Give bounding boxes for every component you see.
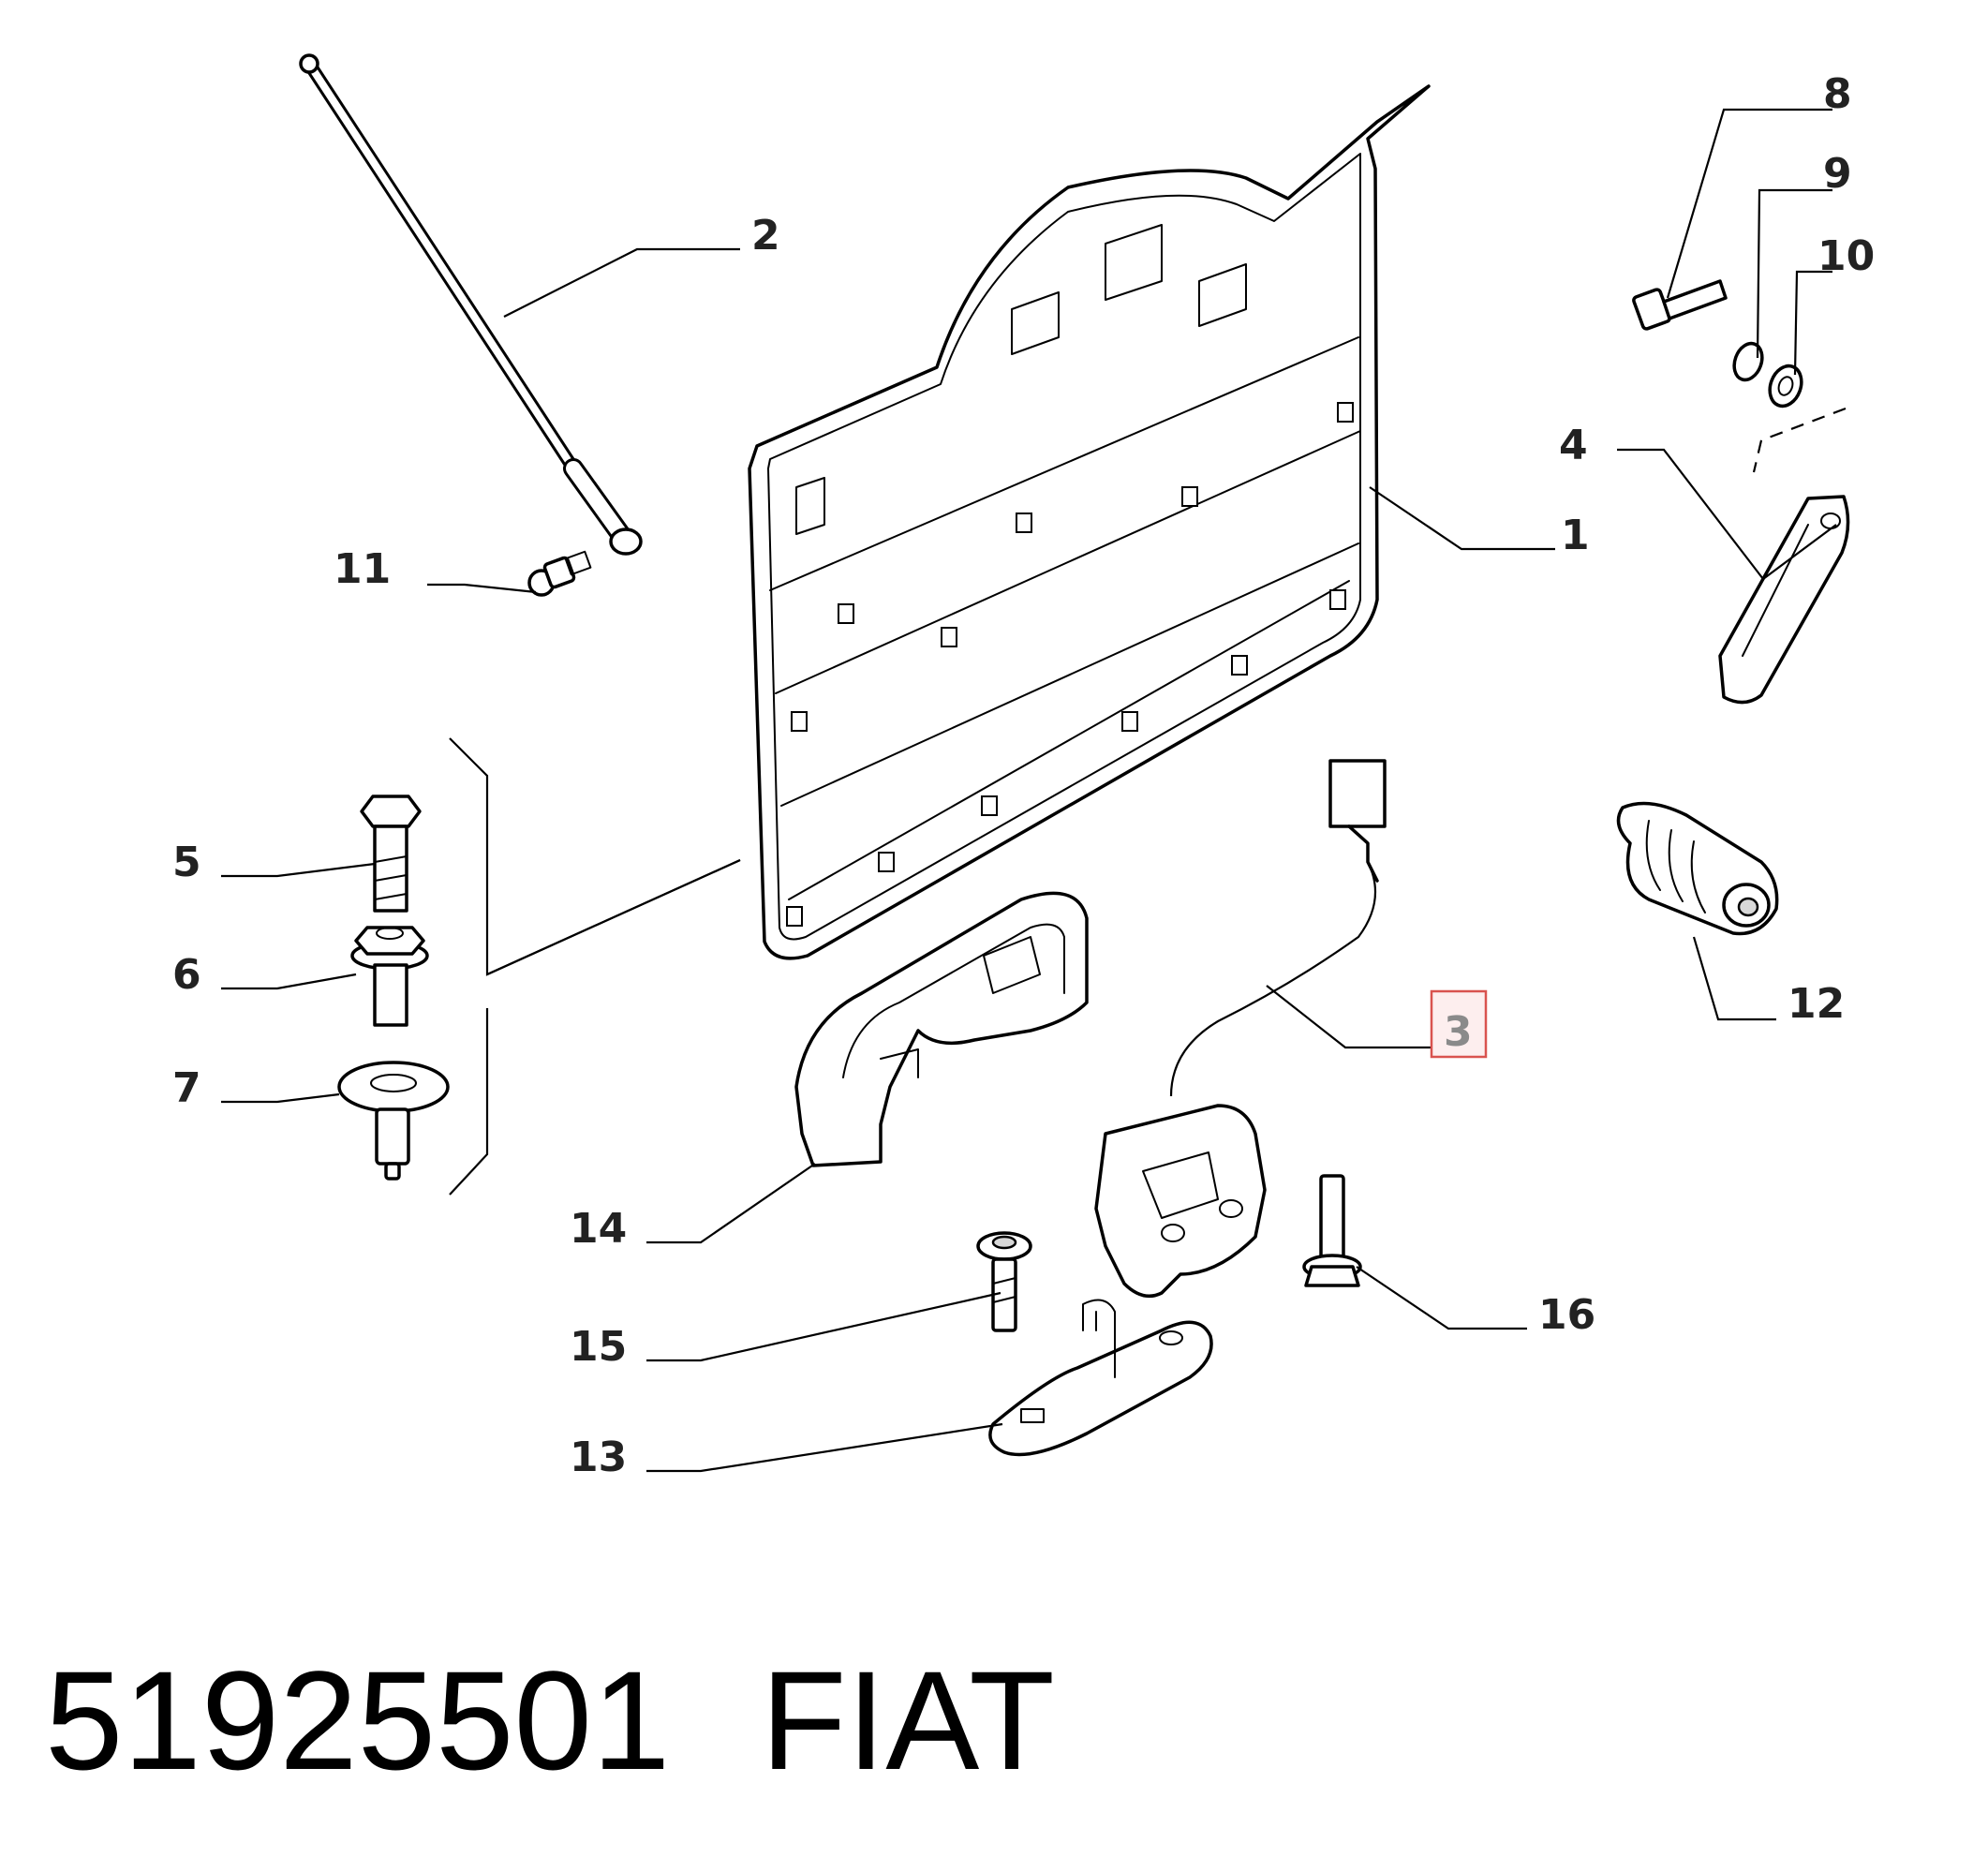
callout-13[interactable]: 13 bbox=[570, 1434, 627, 1481]
part-10-washer bbox=[1768, 364, 1803, 409]
callout-11[interactable]: 11 bbox=[334, 545, 391, 593]
callout-6[interactable]: 6 bbox=[172, 951, 201, 999]
part-12-bump-stop bbox=[1616, 801, 1779, 936]
part-4-bracket bbox=[1718, 495, 1850, 705]
callout-5[interactable]: 5 bbox=[172, 839, 201, 886]
brand-caption: FIAT bbox=[761, 1642, 1055, 1799]
part-1-tailgate-panel bbox=[748, 84, 1431, 960]
callout-2[interactable]: 2 bbox=[751, 212, 780, 260]
callout-16[interactable]: 16 bbox=[1538, 1291, 1595, 1339]
leader-lines bbox=[221, 108, 1847, 1473]
fastener-group-bracket bbox=[449, 737, 741, 1196]
callout-7[interactable]: 7 bbox=[172, 1064, 201, 1112]
callout-3[interactable]: 3 bbox=[1444, 1008, 1473, 1056]
part-8-bolt bbox=[1632, 279, 1728, 331]
part-9-lock-washer bbox=[1732, 341, 1764, 382]
part-3-lock-actuator bbox=[1094, 759, 1387, 1299]
callout-15[interactable]: 15 bbox=[570, 1323, 627, 1371]
part-16-bolt bbox=[1302, 1174, 1362, 1287]
callout-3-highlight-box bbox=[1430, 989, 1488, 1059]
callout-8[interactable]: 8 bbox=[1823, 70, 1852, 118]
callout-4[interactable]: 4 bbox=[1559, 422, 1588, 469]
part-number-caption: 51925501 bbox=[45, 1642, 670, 1799]
part-5-bolt bbox=[360, 795, 422, 913]
part-6-flange-nut bbox=[350, 926, 429, 1027]
part-15-screw bbox=[976, 1231, 1032, 1332]
part-13-striker bbox=[988, 1299, 1213, 1457]
callout-1[interactable]: 1 bbox=[1561, 512, 1590, 559]
part-7-push-rivet bbox=[337, 1061, 450, 1181]
callout-10[interactable]: 10 bbox=[1817, 232, 1875, 280]
part-14-handle-housing bbox=[794, 891, 1089, 1167]
callout-12[interactable]: 12 bbox=[1788, 980, 1845, 1028]
callout-9[interactable]: 9 bbox=[1823, 150, 1852, 198]
part-11-ball-stud bbox=[527, 550, 592, 597]
callout-14[interactable]: 14 bbox=[570, 1205, 627, 1253]
part-2-gas-strut bbox=[299, 53, 643, 556]
